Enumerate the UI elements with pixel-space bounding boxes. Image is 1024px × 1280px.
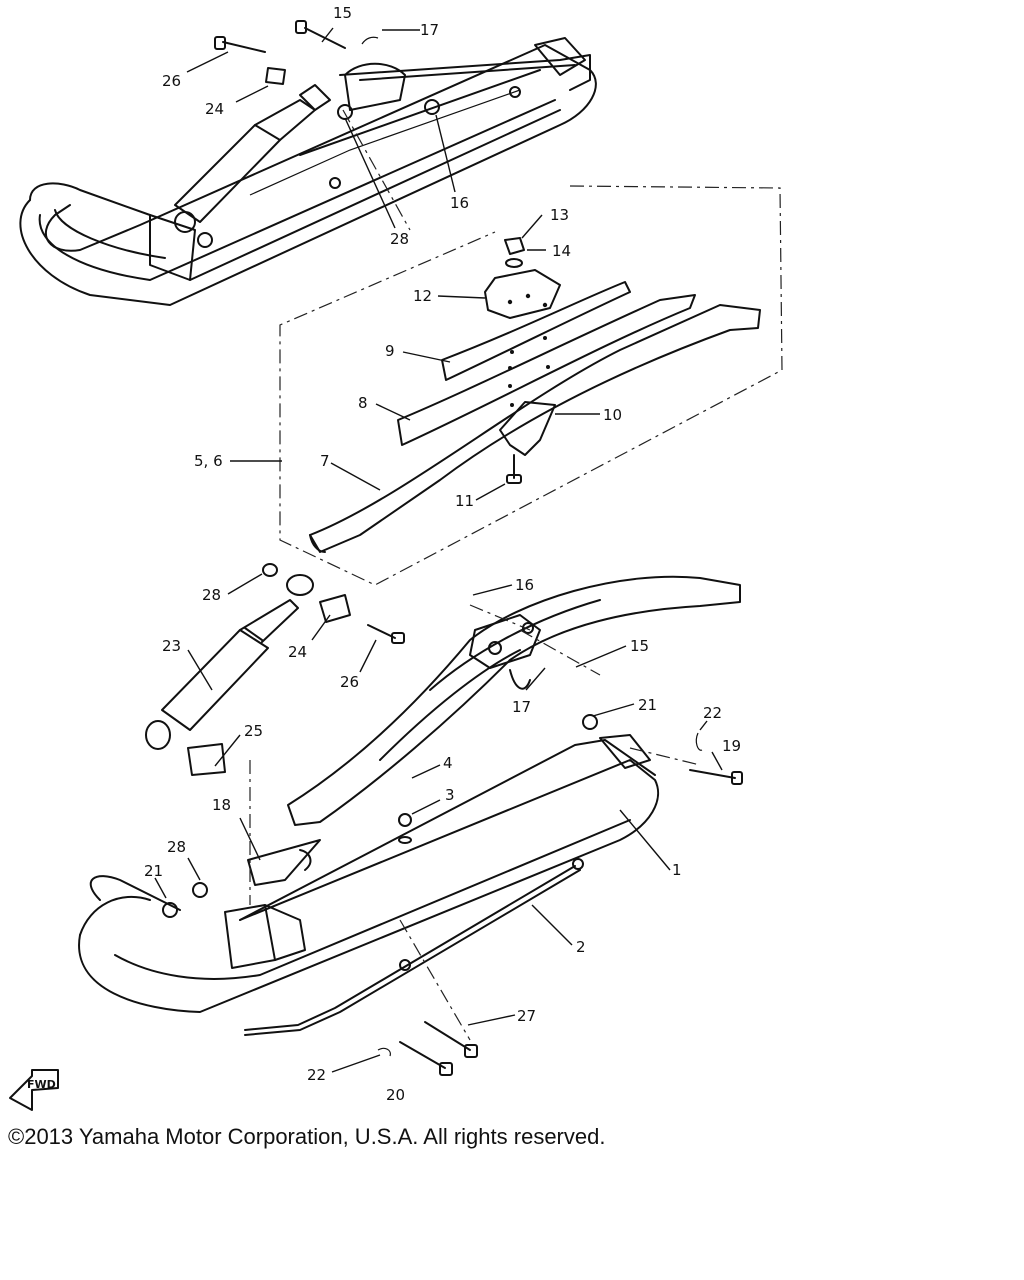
callout-18: 18 (212, 796, 231, 814)
parts-diagram: 15 17 26 24 16 28 13 14 12 9 8 10 11 5, … (9, 4, 783, 1111)
bottom-spring-assembly (287, 575, 741, 826)
callout-labels: 15 17 26 24 16 28 13 14 12 9 8 10 11 5, … (144, 4, 741, 1104)
callout-14: 14 (552, 242, 571, 260)
callout-15-bottom: 15 (630, 637, 649, 655)
callout-24-bottom: 24 (288, 643, 307, 661)
fwd-label: FWD (27, 1078, 56, 1091)
callout-23: 23 (162, 637, 181, 655)
callout-28-c: 28 (167, 838, 186, 856)
callout-12: 12 (413, 287, 432, 305)
callout-22-b: 22 (307, 1066, 326, 1084)
callout-3: 3 (445, 786, 455, 804)
leader-lines (154, 27, 723, 1073)
callout-26-top: 26 (162, 72, 181, 90)
callout-1: 1 (672, 861, 682, 879)
callout-21-a: 21 (638, 696, 657, 714)
callout-17-top: 17 (420, 21, 439, 39)
callout-4: 4 (443, 754, 453, 772)
callout-8: 8 (358, 394, 368, 412)
callout-21-b: 21 (144, 862, 163, 880)
callout-26-bottom: 26 (340, 673, 359, 691)
callout-19: 19 (722, 737, 741, 755)
callout-28-a: 28 (390, 230, 409, 248)
callout-15-top: 15 (333, 4, 352, 22)
callout-2: 2 (576, 938, 586, 956)
callout-13: 13 (550, 206, 569, 224)
callout-9: 9 (385, 342, 395, 360)
callout-25: 25 (244, 722, 263, 740)
callout-24-top: 24 (205, 100, 224, 118)
callout-17-bottom: 17 (512, 698, 531, 716)
callout-10: 10 (603, 406, 622, 424)
exploded-view-boundary (279, 185, 783, 586)
callout-7: 7 (320, 452, 330, 470)
fwd-arrow-icon: FWD (9, 1069, 59, 1111)
callout-27: 27 (517, 1007, 536, 1025)
callout-16-bottom: 16 (515, 576, 534, 594)
leaf-spring-stack (309, 237, 761, 553)
callout-16-top: 16 (450, 194, 469, 212)
shock-absorber (145, 563, 405, 776)
callout-11: 11 (455, 492, 474, 510)
callout-20: 20 (386, 1086, 405, 1104)
callout-5-6: 5, 6 (194, 452, 223, 470)
top-ski-assembly (19, 20, 597, 306)
copyright-notice: ©2013 Yamaha Motor Corporation, U.S.A. A… (8, 1124, 606, 1149)
callout-22-a: 22 (703, 704, 722, 722)
bottom-ski (78, 714, 743, 1076)
callout-28-b: 28 (202, 586, 221, 604)
